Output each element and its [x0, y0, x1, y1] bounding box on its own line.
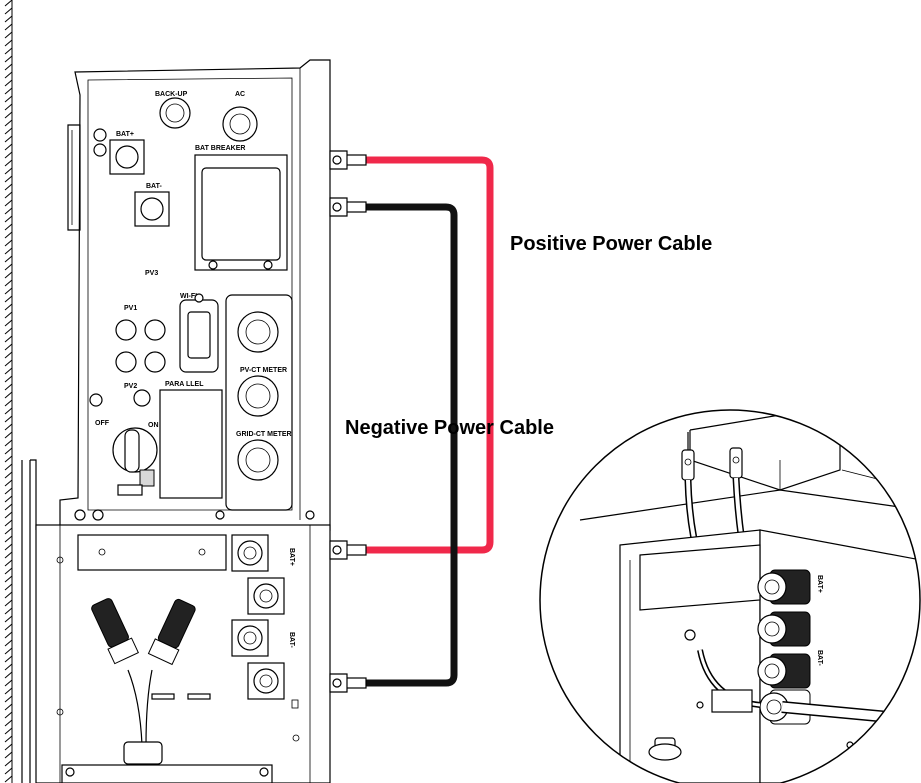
svg-text:BAT-: BAT-: [816, 650, 823, 666]
battery-terminal-bat-plus: [231, 534, 285, 615]
ring-terminal-icon: [329, 150, 367, 170]
ring-terminal-icon: [329, 673, 367, 693]
positive-power-cable: [329, 150, 494, 560]
bat-minus-label: BAT-: [146, 183, 162, 190]
pv2-label: PV2: [124, 383, 137, 390]
pv1-plus-port-icon: [115, 319, 137, 341]
pv-ct-meter-label: PV-CT METER: [240, 367, 287, 374]
meter-port-icon: [237, 311, 279, 353]
off-label: OFF: [95, 420, 110, 427]
battery-bat-minus-label: BAT-: [288, 632, 295, 648]
pv2-plus-port-icon: [115, 351, 137, 373]
negative-power-cable-label: Negative Power Cable: [345, 417, 554, 439]
battery-terminal-bat-minus: [231, 619, 285, 700]
ring-terminal-icon: [329, 540, 367, 560]
grid-ct-meter-label: GRID-CT METER: [236, 431, 292, 438]
bat-plus-label: BAT+: [116, 131, 134, 138]
ring-terminal-icon: [329, 197, 367, 217]
pv1-label: PV1: [124, 305, 137, 312]
zoom-detail-circle: BAT+ BAT-: [539, 409, 921, 783]
bat-breaker-label: BAT BREAKER: [195, 145, 245, 152]
pv3-label: PV3: [145, 270, 158, 277]
screw-icon: [89, 393, 103, 407]
battery-bat-plus-label: BAT+: [288, 548, 295, 566]
on-label: ON: [148, 422, 159, 429]
ac-label: AC: [235, 91, 245, 98]
wifi-label: WI-FI: [180, 293, 197, 300]
pv-ct-meter-port-icon: [237, 375, 279, 417]
handle-slot: [77, 534, 227, 571]
wall-hatching: [4, 0, 13, 783]
negative-power-cable: [329, 197, 458, 693]
screw-icon: [93, 143, 107, 157]
battery-unit: BAT+ BAT-: [35, 524, 331, 783]
positive-power-cable-label: Positive Power Cable: [510, 233, 712, 255]
screw-icon: [93, 128, 107, 142]
pv2-minus-port-icon: [144, 351, 166, 373]
back-up-port-icon: [159, 97, 191, 129]
svg-text:BAT+: BAT+: [816, 575, 823, 593]
ac-port-icon: [222, 106, 258, 142]
parallel-label: PARA LLEL: [165, 381, 204, 388]
back-up-label: BACK-UP: [155, 91, 188, 98]
grid-ct-meter-port-icon: [237, 439, 279, 481]
cable-gland-icon: [61, 598, 273, 783]
parallel-box: [159, 389, 223, 499]
pv1-minus-port-icon: [144, 319, 166, 341]
inverter-unit: BACK-UP AC BAT+ BAT- BAT BREAKER PV3 WI-…: [21, 59, 331, 783]
